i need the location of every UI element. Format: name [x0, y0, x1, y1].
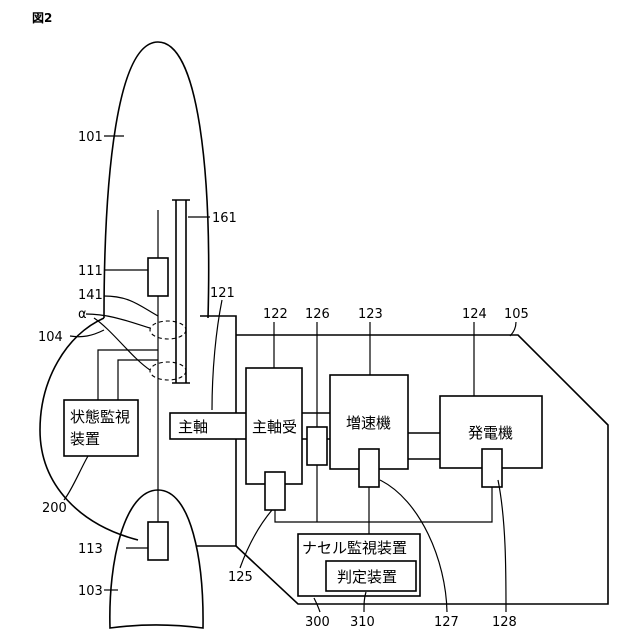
- sensor-bus: [275, 487, 492, 522]
- ref-113: 113: [78, 542, 103, 557]
- leader-125: [240, 510, 272, 568]
- judgement-device-label: 判定装置: [337, 568, 397, 586]
- main-bearing-label: 主軸受: [252, 418, 297, 436]
- leader-128: [498, 480, 506, 612]
- leader-300: [314, 598, 320, 612]
- main-shaft-label: 主軸: [178, 418, 208, 436]
- ref-alpha: α: [78, 307, 87, 322]
- sensor-111: [148, 258, 168, 296]
- ref-122: 122: [263, 307, 288, 322]
- generator-label: 発電機: [468, 424, 513, 442]
- ref-310: 310: [350, 615, 375, 630]
- ref-128: 128: [492, 615, 517, 630]
- leader-200: [64, 456, 88, 500]
- leader-alpha-upper: [86, 314, 150, 328]
- condition-monitor-label-2: 装置: [70, 430, 100, 448]
- sensor-126: [307, 427, 327, 465]
- sensor-128: [482, 449, 502, 487]
- ref-111: 111: [78, 264, 103, 279]
- slip-ring-lower: [150, 362, 186, 380]
- ref-127: 127: [434, 615, 459, 630]
- wire-monitor-upper: [98, 350, 158, 400]
- ref-300: 300: [305, 615, 330, 630]
- leader-105: [510, 322, 516, 336]
- nacelle-monitor-label: ナセル監視装置: [302, 539, 407, 557]
- ref-121: 121: [210, 286, 235, 301]
- ref-161: 161: [212, 211, 237, 226]
- wire-monitor-lower: [118, 360, 158, 400]
- ref-105: 105: [504, 307, 529, 322]
- sensor-125: [265, 472, 285, 510]
- slip-ring-upper: [150, 321, 186, 339]
- ref-126: 126: [305, 307, 330, 322]
- figure-title: 図2: [32, 11, 52, 25]
- condition-monitor-label-1: 状態監視: [70, 408, 130, 426]
- ref-104: 104: [38, 330, 63, 345]
- ref-124: 124: [462, 307, 487, 322]
- sensor-127: [359, 449, 379, 487]
- ref-141: 141: [78, 288, 103, 303]
- ref-123: 123: [358, 307, 383, 322]
- ref-101: 101: [78, 130, 103, 145]
- ref-200: 200: [42, 501, 67, 516]
- ref-103: 103: [78, 584, 103, 599]
- leader-104: [70, 330, 104, 337]
- gearbox-label: 増速機: [346, 414, 391, 432]
- ref-125: 125: [228, 570, 253, 585]
- sensor-113: [148, 522, 168, 560]
- leader-141: [104, 296, 158, 316]
